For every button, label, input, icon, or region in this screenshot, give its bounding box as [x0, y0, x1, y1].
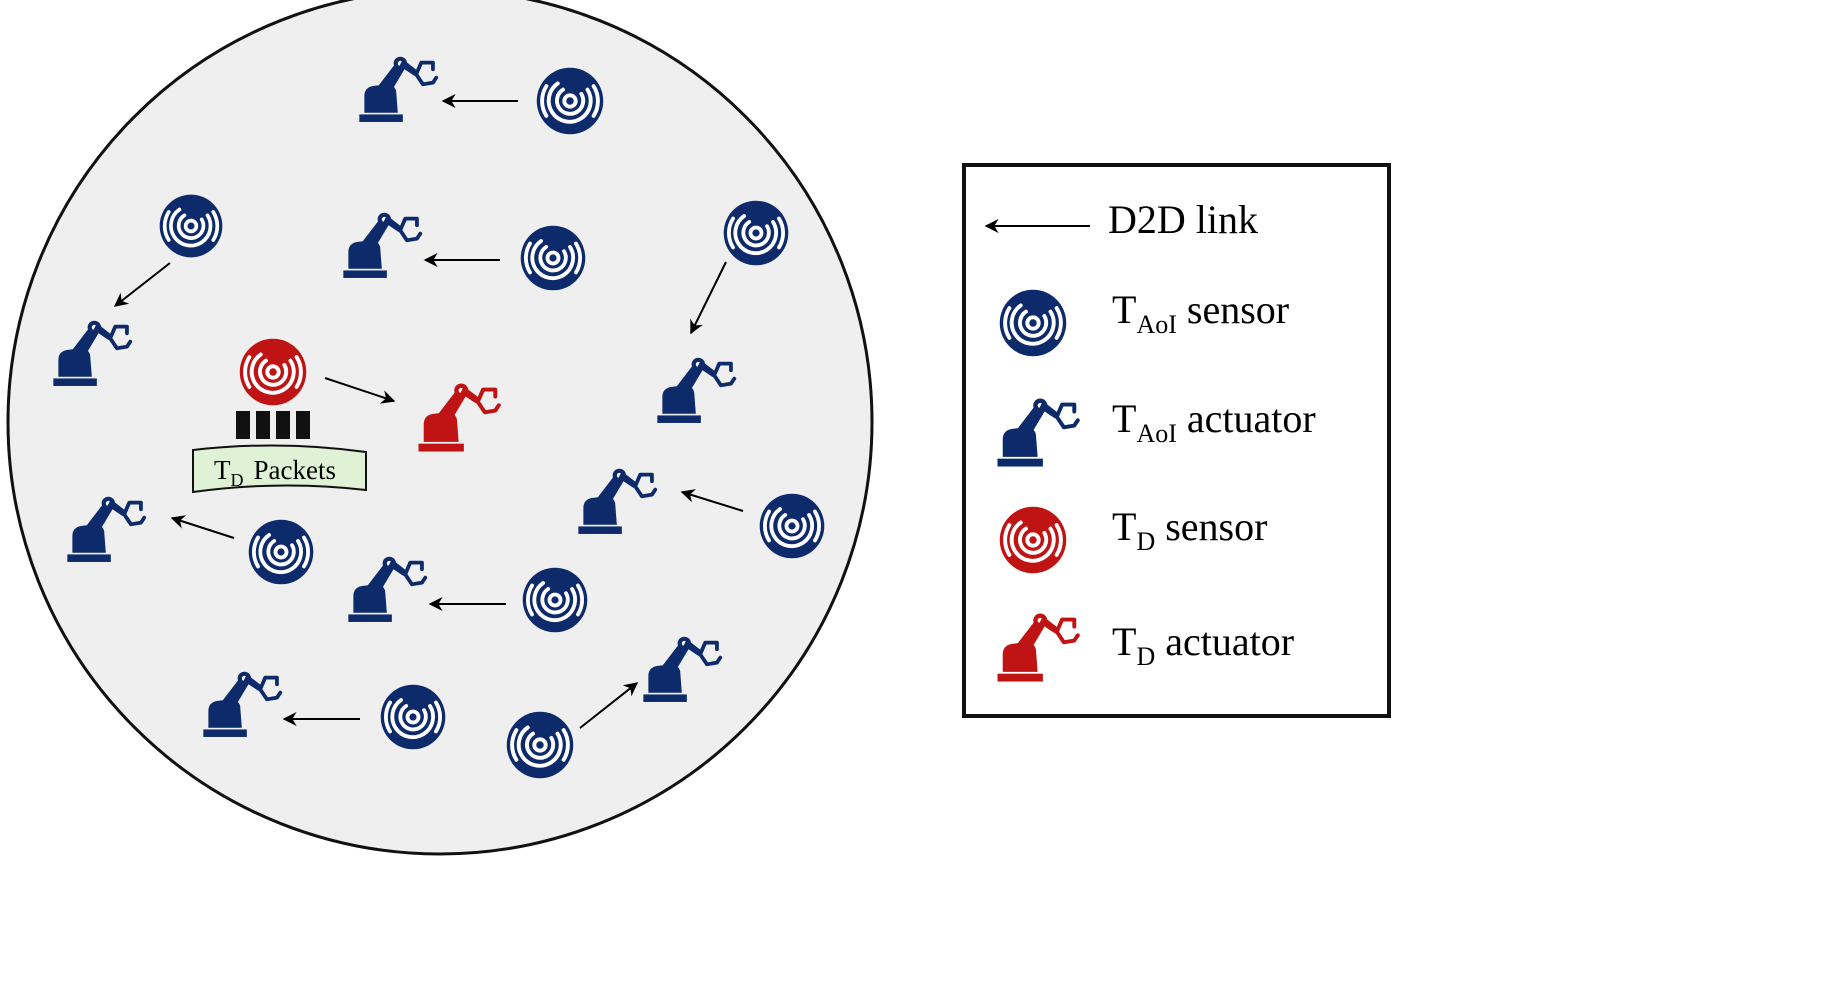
taoi-sensor [379, 683, 447, 751]
d2d-link-7 [170, 515, 235, 539]
legend-label-taoi-sensor: TAoI sensor [1112, 287, 1289, 339]
taoi-sensor [247, 518, 315, 586]
legend-label-d2d: D2D link [1108, 197, 1258, 242]
d2d-link-10 [579, 682, 639, 729]
taoi-sensor [158, 193, 224, 259]
d2d-link-3 [113, 262, 171, 307]
d2d-link-6 [680, 489, 744, 512]
legend-td-sensor-icon [998, 505, 1068, 575]
d2d-link-5 [324, 377, 396, 404]
taoi-sensor [758, 492, 826, 560]
legend-label-td-sensor: TD sensor [1112, 504, 1267, 556]
queue-slot [236, 411, 250, 439]
legend-label-td-actuator: TD actuator [1112, 619, 1294, 671]
legend-label-taoi-actuator: TAoI actuator [1112, 396, 1316, 448]
queue-slot [276, 411, 290, 439]
td-sensor [238, 337, 308, 407]
queue-slot [256, 411, 270, 439]
taoi-sensor [505, 710, 575, 780]
taoi-sensor [535, 66, 605, 136]
queue-slot [296, 411, 310, 439]
legend: D2D link TAoI sensor TAoI actuator TD se… [962, 163, 1391, 718]
d2d-link-4 [690, 261, 727, 335]
taoi-sensor [521, 566, 589, 634]
legend-taoi-sensor-icon [998, 288, 1068, 358]
taoi-sensor [722, 199, 790, 267]
packet-queue [236, 411, 310, 439]
taoi-sensor [519, 224, 587, 292]
d2d-links [113, 94, 744, 729]
